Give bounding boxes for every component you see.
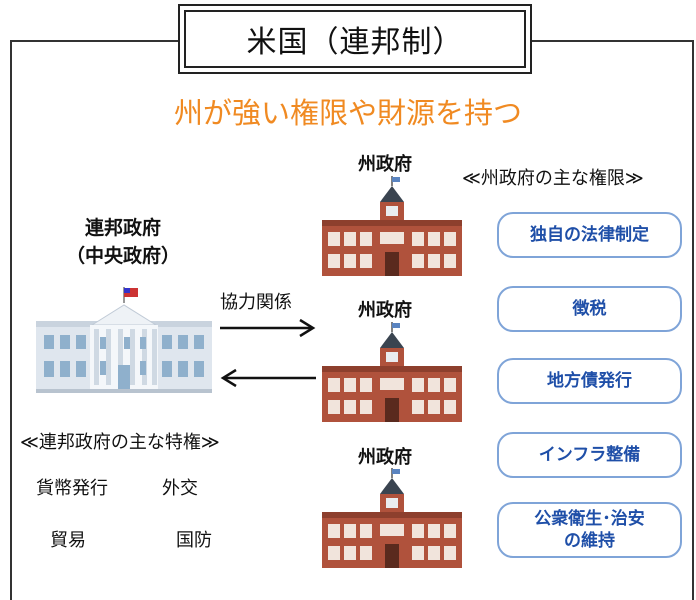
state-power-item: 地方債発行: [497, 358, 682, 404]
subtitle: 州が強い権限や財源を持つ: [173, 96, 522, 130]
state-power-item: 徴税: [497, 286, 682, 332]
state-power-item: インフラ整備: [497, 432, 682, 478]
privilege-item: 国防: [176, 530, 212, 551]
relation-label: 協力関係: [220, 292, 292, 313]
left-arrow-icon: [220, 368, 316, 388]
white-house-icon: [36, 287, 212, 393]
page-title: 米国（連邦制）: [184, 10, 526, 68]
right-arrow-icon: [220, 318, 316, 338]
state-label: 州政府: [358, 447, 412, 468]
federal-label: 連邦政府 （中央政府）: [48, 214, 198, 270]
federal-privileges-heading: ≪連邦政府の主な特権≫: [20, 432, 220, 453]
state-capitol-icon: [322, 176, 462, 276]
privilege-item: 貨幣発行: [36, 478, 108, 499]
title-box: 米国（連邦制）: [178, 4, 532, 74]
federal-label-line2: （中央政府）: [65, 245, 180, 267]
state-label: 州政府: [358, 154, 412, 175]
federal-label-line1: 連邦政府: [84, 217, 161, 239]
state-power-item: 公衆衛生･治安の維持: [497, 502, 682, 558]
privilege-item: 貿易: [50, 530, 86, 551]
state-power-item: 独自の法律制定: [497, 212, 682, 258]
state-capitol-icon: [322, 468, 462, 568]
state-label: 州政府: [358, 300, 412, 321]
state-powers-heading: ≪州政府の主な権限≫: [462, 168, 644, 189]
privilege-item: 外交: [162, 478, 198, 499]
state-capitol-icon: [322, 322, 462, 422]
